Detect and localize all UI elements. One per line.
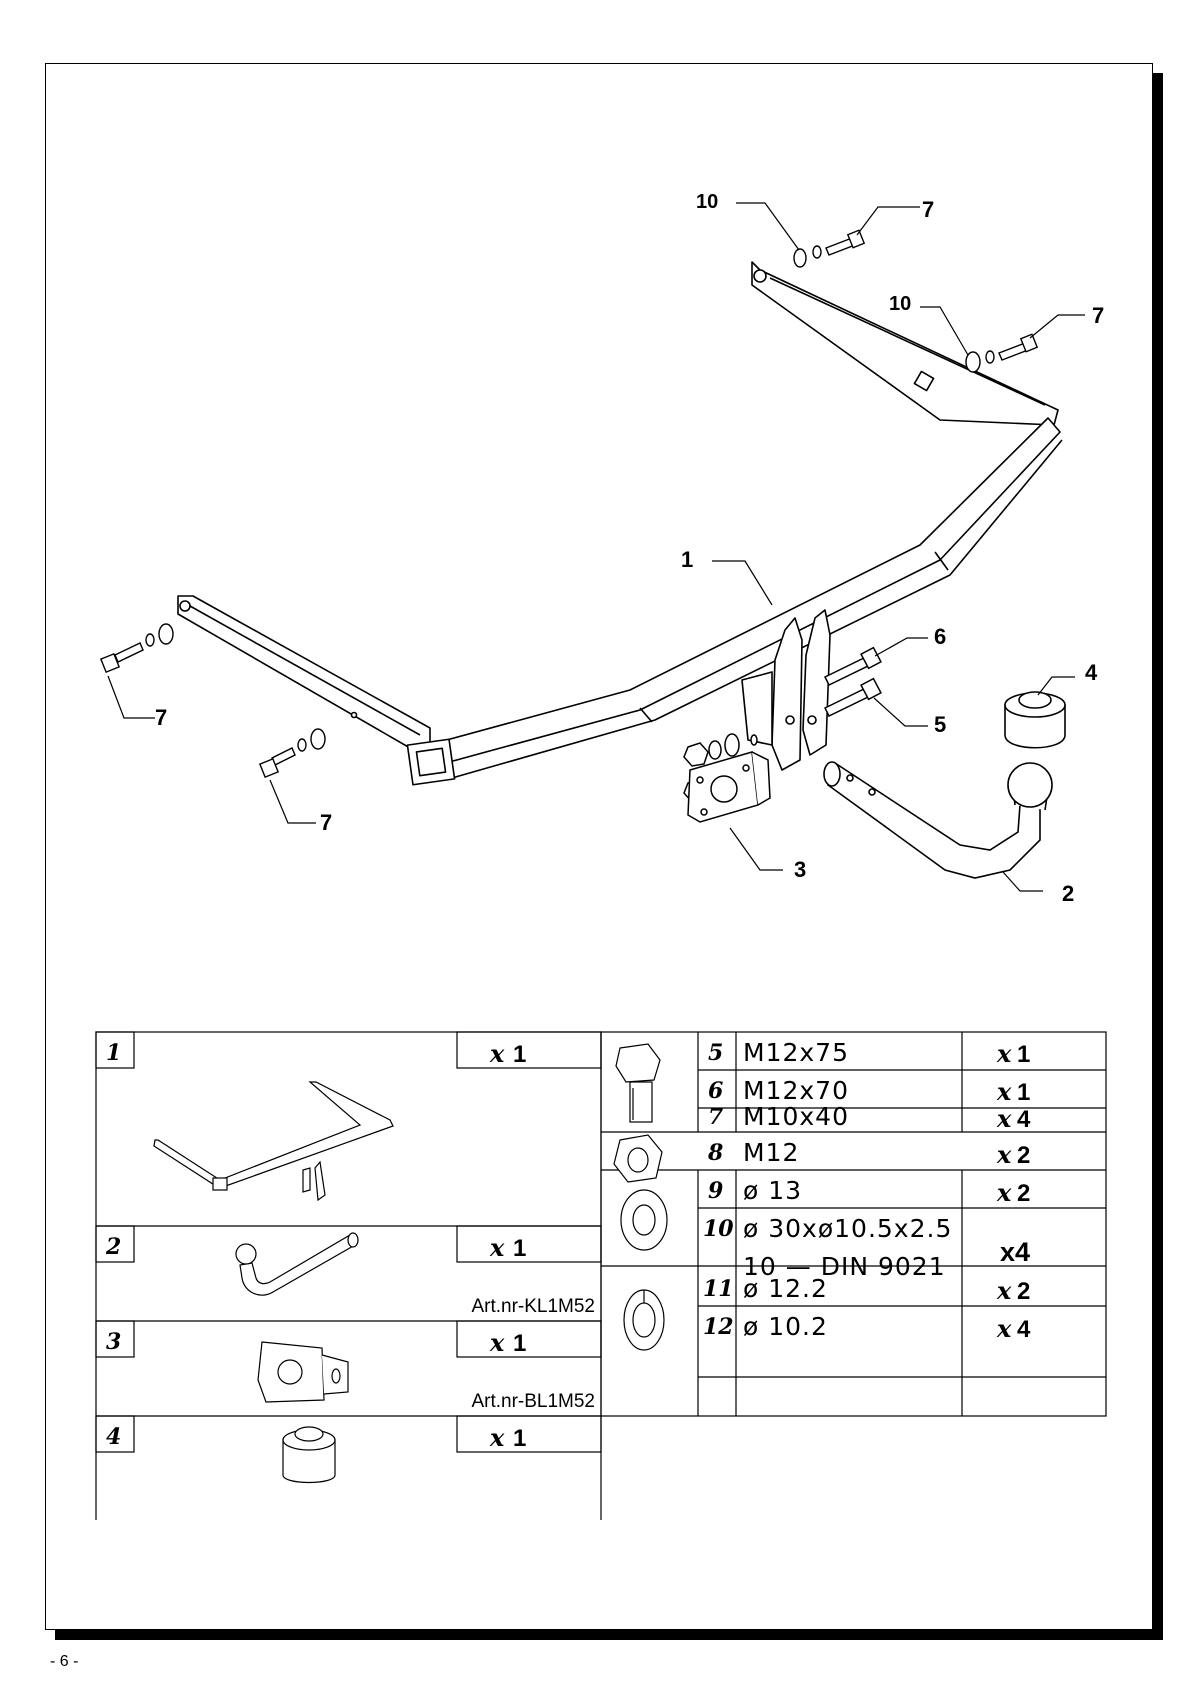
- part-num-11: 11: [703, 1276, 734, 1302]
- part-num-12: 12: [703, 1314, 734, 1340]
- nut-right-arm: [913, 370, 935, 392]
- part-qty-x-1: x: [489, 1039, 505, 1068]
- thumb-nut: [613, 1134, 663, 1183]
- part-qty-2: 1: [513, 1235, 526, 1262]
- assembly-drawing: [99, 202, 1085, 892]
- part-qty-10: x4: [1000, 1237, 1030, 1267]
- part-qty-1: 1: [513, 1041, 526, 1068]
- part-qty-x-11: x: [996, 1276, 1012, 1305]
- callout-10-right: 10: [889, 293, 912, 315]
- callout-7-left: 7: [155, 705, 168, 730]
- part-qty-x-6: x: [996, 1077, 1012, 1106]
- callout-2: 2: [1062, 881, 1075, 906]
- part-num-9: 9: [708, 1178, 723, 1204]
- thumb-plate: [257, 1341, 349, 1403]
- part-qty-12: 4: [1017, 1316, 1031, 1343]
- part-num-4: 4: [106, 1424, 121, 1450]
- part-qty-x-5: x: [996, 1039, 1012, 1068]
- part-spec-9: ø 13: [743, 1176, 802, 1205]
- part-spec-10-din: 10 — DIN 9021: [743, 1252, 946, 1281]
- part-art-2: Art.nr-KL1M52: [471, 1296, 595, 1317]
- callout-10-top: 10: [696, 191, 719, 213]
- part-qty-7: 4: [1017, 1106, 1031, 1133]
- ball-cover: [1004, 691, 1066, 749]
- thumb-bolt: [615, 1043, 661, 1123]
- thumb-washer: [620, 1189, 668, 1251]
- part-qty-6: 1: [1017, 1079, 1030, 1106]
- part-qty-x-3: x: [489, 1328, 505, 1357]
- part-qty-9: 2: [1017, 1180, 1030, 1207]
- thumb-cover: [282, 1426, 336, 1484]
- part-num-2: 2: [105, 1234, 121, 1260]
- callout-4: 4: [1085, 660, 1098, 685]
- part-num-7: 7: [708, 1104, 724, 1130]
- part-qty-4: 1: [513, 1425, 526, 1452]
- part-num-6: 6: [708, 1078, 723, 1104]
- tow-ball-neck: [823, 761, 1053, 879]
- part-qty-x-9: x: [996, 1178, 1012, 1207]
- leader-lines: [107, 202, 1085, 892]
- part-num-5: 5: [708, 1040, 723, 1066]
- bolt-5: [823, 677, 882, 717]
- part-num-1: 1: [106, 1040, 121, 1066]
- fasteners-7-10: [99, 229, 1039, 779]
- left-side-arm: [177, 595, 431, 749]
- callout-7-right: 7: [1092, 303, 1105, 328]
- right-side-arm: [751, 261, 1059, 426]
- thumb-spring-washer: [623, 1289, 665, 1351]
- thumb-crossbar: [153, 1081, 394, 1202]
- part-spec-11: ø 12.2: [743, 1274, 828, 1303]
- part-qty-x-8: x: [996, 1140, 1012, 1169]
- part-qty-5: 1: [1017, 1041, 1030, 1068]
- tow-ball: [1007, 762, 1053, 808]
- page-number: - 6 -: [50, 1653, 79, 1670]
- part-num-8: 8: [707, 1140, 723, 1166]
- part-art-3: Art.nr-BL1M52: [471, 1391, 595, 1412]
- part-num-3: 3: [106, 1329, 121, 1355]
- socket-plate: [687, 751, 771, 823]
- part-qty-x-12: x: [996, 1314, 1012, 1343]
- part-qty-x-2: x: [489, 1233, 505, 1262]
- callout-3: 3: [794, 857, 807, 882]
- part-spec-5: M12x75: [743, 1038, 849, 1067]
- part-qty-11: 2: [1017, 1278, 1030, 1305]
- bolt-6: [823, 646, 882, 686]
- part-qty-x-7: x: [996, 1104, 1012, 1133]
- crossbar-tube: [409, 417, 1061, 771]
- parts-table: 1 x 1 2 x 1 Art.nr-KL1M52 3 x 1 Art.nr-B…: [95, 1031, 1107, 1520]
- callout-7-top: 7: [922, 197, 935, 222]
- thumb-neck: [235, 1232, 359, 1296]
- part-spec-6: M12x70: [743, 1076, 849, 1105]
- part-qty-x-4: x: [489, 1423, 505, 1452]
- callout-1: 1: [681, 547, 694, 572]
- callout-6: 6: [934, 624, 947, 649]
- part-qty-3: 1: [513, 1330, 526, 1357]
- callout-5: 5: [934, 712, 947, 737]
- part-spec-8: M12: [743, 1138, 799, 1167]
- part-qty-8: 2: [1017, 1142, 1030, 1169]
- callout-7-bottom: 7: [320, 810, 333, 835]
- part-num-10: 10: [703, 1216, 734, 1242]
- part-spec-7: M10x40: [743, 1102, 849, 1131]
- part-spec-12: ø 10.2: [743, 1312, 828, 1341]
- part-spec-10: ø 30xø10.5x2.5: [743, 1214, 952, 1243]
- hitch-bracket: [771, 617, 803, 771]
